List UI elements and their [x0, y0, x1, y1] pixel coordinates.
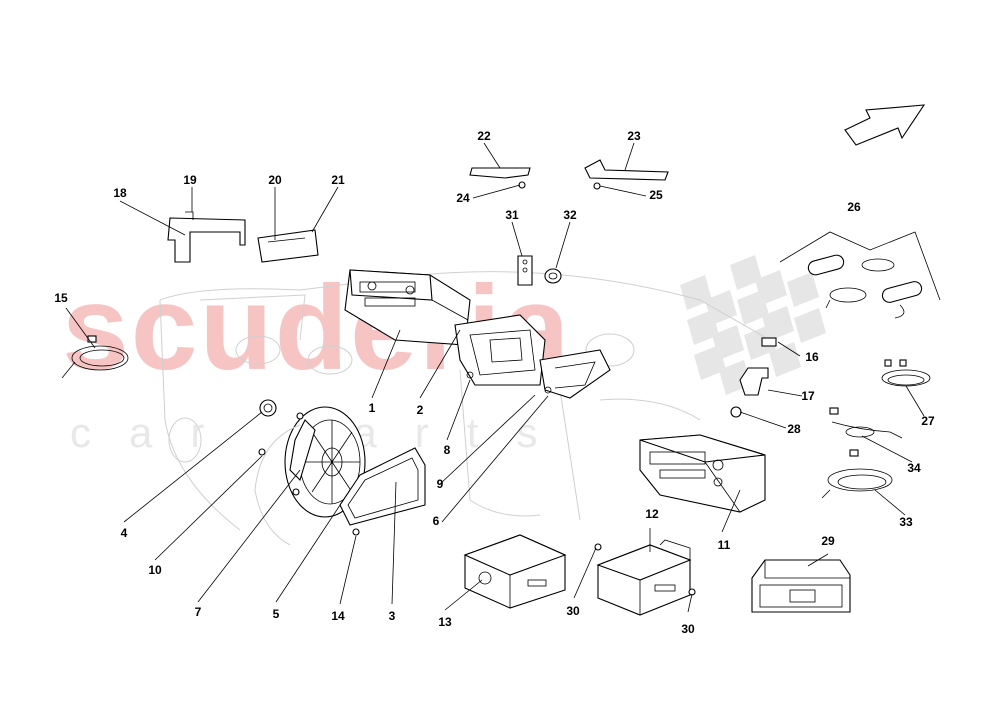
- clips: [739, 337, 777, 396]
- callout-20: 20: [268, 173, 282, 187]
- callout-15: 15: [54, 291, 68, 305]
- callout-28: 28: [787, 422, 801, 436]
- antenna-clip: [517, 255, 562, 286]
- direction-arrow-icon: [844, 104, 926, 146]
- navigation-unit: [639, 434, 766, 513]
- mounting-frame: [454, 314, 546, 386]
- radio-head-unit: [344, 269, 471, 346]
- callout-14: 14: [331, 609, 345, 623]
- tray-module: [751, 559, 851, 613]
- callout-8: 8: [443, 443, 451, 457]
- callout-1: 1: [368, 401, 376, 415]
- amplifier-box: [463, 534, 567, 609]
- cable-kit: [779, 231, 941, 319]
- callout-19: 19: [183, 173, 197, 187]
- upper-brackets: [469, 159, 669, 181]
- cd-changer: [596, 539, 692, 616]
- callout-24: 24: [456, 191, 470, 205]
- callout-26: 26: [847, 200, 861, 214]
- callout-29: 29: [821, 534, 835, 548]
- callout-4: 4: [120, 526, 128, 540]
- callout-25: 25: [649, 188, 663, 202]
- callout-32: 32: [563, 208, 577, 222]
- antenna-cable: [61, 335, 129, 379]
- right-cables: [821, 359, 931, 499]
- callout-9: 9: [436, 477, 444, 491]
- speaker-woofer: [284, 406, 366, 518]
- callout-13: 13: [438, 615, 452, 629]
- callout-33: 33: [899, 515, 913, 529]
- callout-3: 3: [388, 609, 396, 623]
- checkered-flag-icon: [680, 255, 826, 395]
- callout-23: 23: [627, 129, 641, 143]
- callout-27: 27: [921, 414, 935, 428]
- callout-5: 5: [272, 607, 280, 621]
- callout-17: 17: [801, 389, 815, 403]
- screws: [258, 181, 742, 596]
- control-module: [257, 229, 319, 263]
- callout-12: 12: [645, 507, 659, 521]
- callout-22: 22: [477, 129, 491, 143]
- callout-16: 16: [805, 350, 819, 364]
- tweeter: [259, 399, 277, 417]
- callout-2: 2: [416, 403, 424, 417]
- callout-18: 18: [113, 186, 127, 200]
- callout-6: 6: [432, 514, 440, 528]
- callout-7: 7: [194, 605, 202, 619]
- mounting-bracket: [167, 211, 246, 263]
- callout-11: 11: [717, 538, 731, 552]
- callout-34: 34: [907, 461, 921, 475]
- speaker-cover: [254, 424, 301, 546]
- callout-31: 31: [505, 208, 519, 222]
- callout-21: 21: [331, 173, 345, 187]
- leader-lines: [65, 142, 925, 613]
- bracket-arm: [539, 349, 611, 399]
- callout-30b: 30: [681, 622, 695, 636]
- callout-10: 10: [148, 563, 162, 577]
- callout-30a: 30: [566, 604, 580, 618]
